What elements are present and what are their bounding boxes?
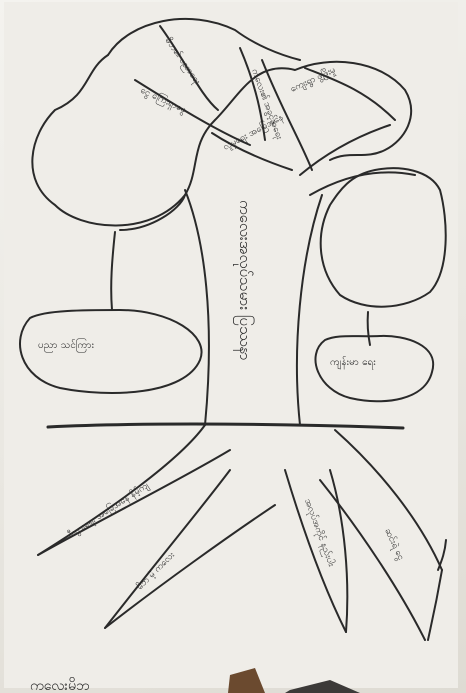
- right-leaf-label: ကျန်းမာ ရေး: [330, 355, 376, 370]
- signature: ကလေးမိဘ: [30, 678, 89, 693]
- left-leaf-label: ပညာ သင်ကြား: [38, 337, 94, 353]
- trunk-label: ကလေးအလုပ်သမား ပြဿနာ: [233, 200, 255, 361]
